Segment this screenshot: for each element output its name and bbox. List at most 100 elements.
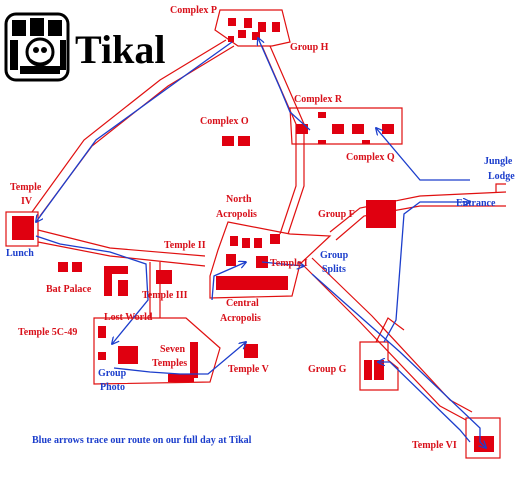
temple-iii-label: Temple III <box>142 290 188 301</box>
bat-palace-ruin <box>118 280 128 296</box>
complex-p-label: Complex P <box>170 5 217 16</box>
group-photo-label-2: Photo <box>100 382 125 393</box>
group-f-ruin <box>366 200 396 228</box>
lost-world-ruin <box>98 326 106 338</box>
group-g-ruin <box>374 360 384 380</box>
complex-r-trail <box>289 107 403 145</box>
group-g-label: Group G <box>308 364 347 375</box>
temple-iii-ruin <box>156 270 172 284</box>
temple-vi-label: Temple VI <box>412 440 457 451</box>
route-temple-vi-back <box>378 362 471 443</box>
group-photo-label: Group <box>98 368 127 379</box>
maya-glyph-icon <box>4 12 70 82</box>
complex-r-ruin <box>352 124 364 134</box>
temple-iv-label: Temple <box>10 182 42 193</box>
seven-temples-label: Seven <box>160 344 185 355</box>
route-temple-iv-to-lost-world <box>35 235 149 344</box>
temple-ii-ruin <box>226 254 236 266</box>
group-h-label: Group H <box>290 42 329 53</box>
lost-world-trail <box>93 317 221 385</box>
route-splits-to-temple-vi <box>311 273 486 448</box>
lost-world-label: Lost World <box>104 312 153 323</box>
temple-ii-label: Temple II <box>164 240 206 251</box>
bat-palace-ruin <box>104 266 112 296</box>
route-g-to-entrance <box>383 202 470 343</box>
central-acropolis-ruin <box>216 276 288 290</box>
entrance-road-trail-inner <box>335 205 506 241</box>
route-p-to-temple-iv <box>36 41 233 222</box>
jungle-lodge-label-2: Lodge <box>488 171 515 182</box>
temple-v-label: Temple V <box>228 364 270 375</box>
complex-p-ruin <box>252 32 260 40</box>
complex-p-trail <box>214 9 291 47</box>
ruins <box>12 18 494 452</box>
temple-i-label: Temple I <box>270 258 308 269</box>
route-to-plaza <box>211 262 246 301</box>
place-labels: Complex P Group H Complex O Complex R Co… <box>10 5 457 451</box>
complex-q-ruin <box>318 140 326 144</box>
complex-q-ruin <box>362 140 370 144</box>
north-acropolis-label-2: Acropolis <box>216 209 257 220</box>
seven-temples-label-2: Temples <box>152 358 187 369</box>
central-acropolis-label-2: Acropolis <box>220 313 261 324</box>
temple-iv-label-2: IV <box>21 196 33 207</box>
jungle-lodge-trail <box>495 183 506 192</box>
complex-r-ruin <box>296 124 308 134</box>
temple-iv-to-ii-trail-inner <box>37 241 206 267</box>
route-entrance-to-r <box>376 128 470 181</box>
complex-r-label: Complex R <box>294 94 343 105</box>
complex-o-label: Complex O <box>200 116 249 127</box>
jungle-lodge-label: Jungle <box>484 156 513 167</box>
route-r-to-p <box>258 38 311 131</box>
north-acropolis-ruin <box>270 234 280 244</box>
group-splits-label: Group <box>320 250 349 261</box>
lunch-label: Lunch <box>6 248 34 259</box>
route <box>36 38 486 448</box>
lost-world-ruin <box>118 346 138 364</box>
p-to-central-trail-inner <box>261 45 297 235</box>
complex-r-ruin <box>382 124 394 134</box>
bat-palace-ruin <box>104 266 128 274</box>
entrance-label: Entrance <box>456 198 496 209</box>
seven-temples-ruin <box>190 342 198 378</box>
complex-r-ruin <box>318 112 326 118</box>
temple-iv-to-ii-trail <box>37 229 206 257</box>
group-f-label: Group F <box>318 209 355 220</box>
complex-p-ruin <box>228 18 236 26</box>
complex-p-ruin <box>258 22 266 32</box>
north-acropolis-ruin <box>242 238 250 248</box>
route-labels: Jungle Lodge Entrance Lunch Group Splits… <box>6 156 515 393</box>
complex-p-ruin <box>228 36 234 42</box>
map-caption: Blue arrows trace our route on our full … <box>32 435 252 446</box>
bat-palace-ruin <box>72 262 82 272</box>
complex-p-ruin <box>272 22 280 32</box>
p-to-temple-iv-trail <box>31 39 227 213</box>
complex-r-ruin <box>332 124 344 134</box>
route-lost-world-to-seven <box>113 342 246 375</box>
complex-o-ruin <box>238 136 250 146</box>
seven-temples-ruin <box>168 374 194 382</box>
trails <box>5 9 507 459</box>
temple-vi-road-trail-inner <box>311 257 473 413</box>
lost-world-ruin <box>98 352 106 360</box>
temple-vi-ruin <box>474 436 494 452</box>
great-plaza-trail <box>209 221 332 299</box>
complex-q-label: Complex Q <box>346 152 395 163</box>
map-title: Tikal <box>75 27 165 72</box>
complex-o-ruin <box>222 136 234 146</box>
group-g-ruin <box>364 360 372 380</box>
north-acropolis-label: North <box>226 194 252 205</box>
north-acropolis-ruin <box>254 238 262 248</box>
temple-v-ruin <box>244 344 258 358</box>
route-plaza-to-splits <box>261 261 304 266</box>
temple-vi-road-trail <box>299 261 467 421</box>
temple-iv-ruin <box>12 216 34 240</box>
complex-p-ruin <box>244 18 252 28</box>
p-to-central-trail <box>269 45 305 235</box>
bat-palace-label: Bat Palace <box>46 284 92 295</box>
bat-palace-ruin <box>58 262 68 272</box>
north-acropolis-ruin <box>230 236 238 246</box>
temple-iv-trail <box>5 211 39 247</box>
complex-p-ruin <box>238 30 246 38</box>
